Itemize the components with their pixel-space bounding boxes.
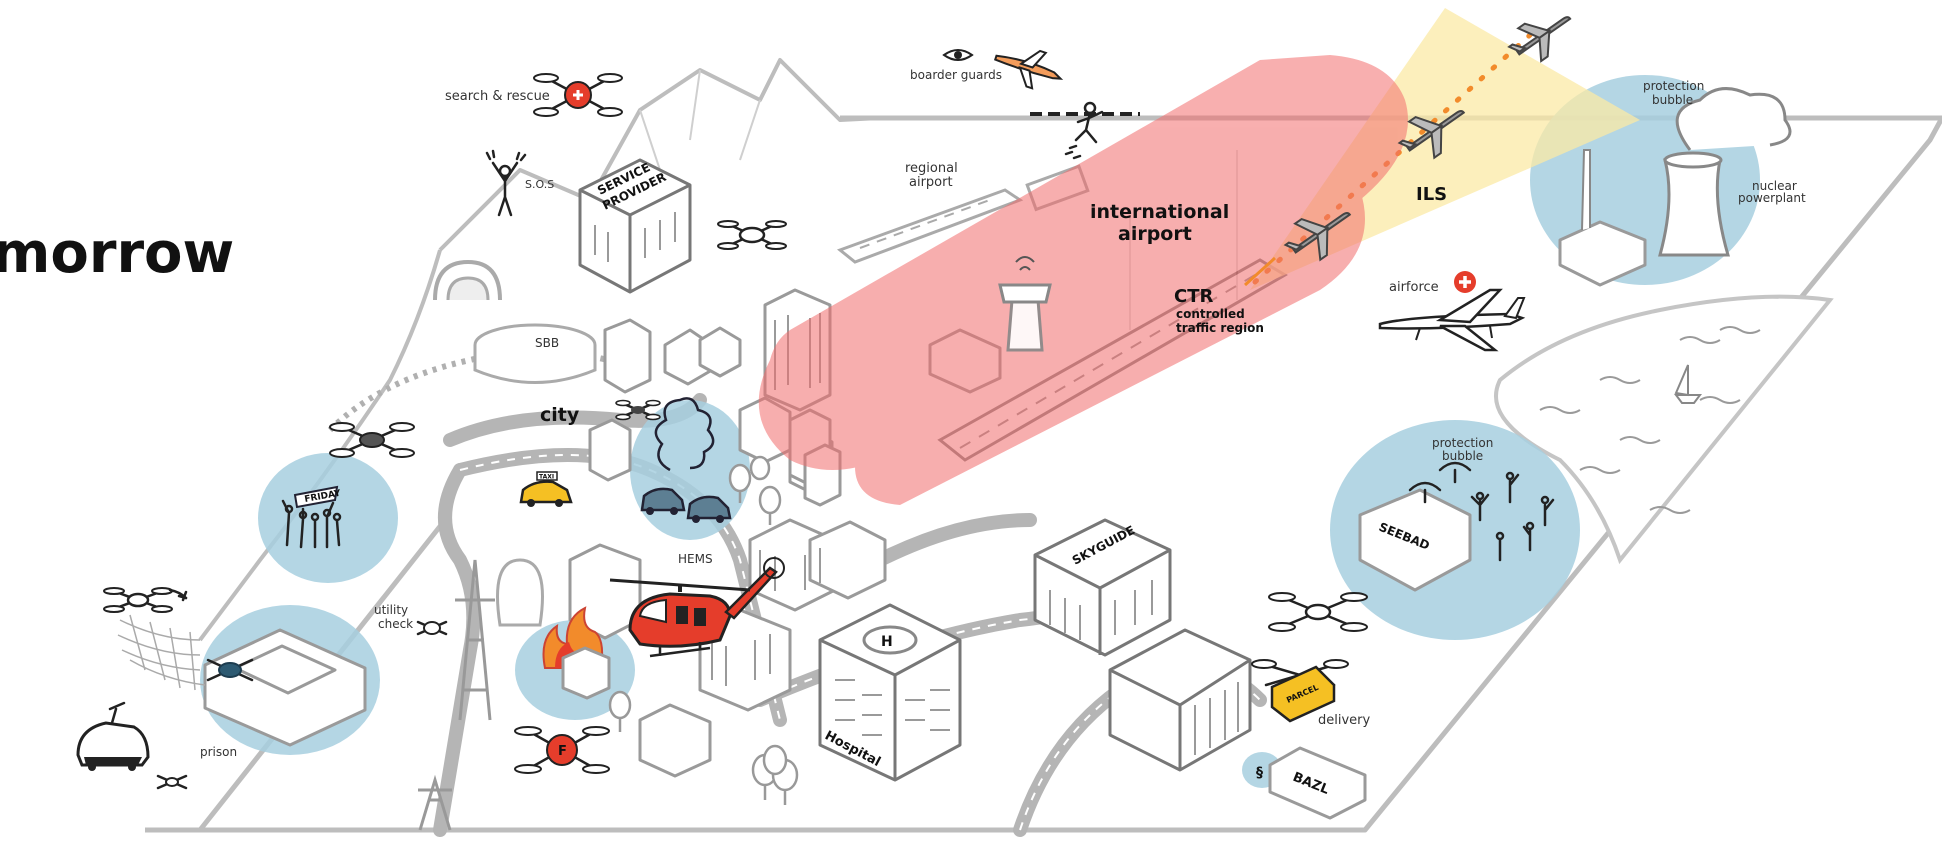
quadcopter-icon xyxy=(103,587,173,613)
search-rescue-label: search & rescue xyxy=(445,89,550,104)
prison-building xyxy=(203,628,367,747)
service-provider-building: SERVICE PROVIDER xyxy=(578,158,692,294)
international-airport-label-1: international xyxy=(1090,201,1229,223)
protection-bubble-top-label-1: protection xyxy=(1643,79,1704,93)
seebad-building: SEEBAD xyxy=(1358,488,1472,592)
regional-airport-label-2: airport xyxy=(909,175,953,190)
catch-net xyxy=(117,614,206,691)
boarder-guards-label: boarder guards xyxy=(910,68,1002,82)
buildings: SERVICE PROVIDER xyxy=(203,87,1792,820)
taxi-icon: TAXI xyxy=(519,471,573,507)
slide-title-fragment: morrow xyxy=(0,221,234,286)
nuclear-label-1: nuclear xyxy=(1752,179,1797,193)
eye-icon xyxy=(942,49,974,61)
utility-label-1: utility xyxy=(374,603,408,617)
taxi-sign: TAXI xyxy=(539,474,554,481)
sos-person-icon xyxy=(485,149,527,217)
protection-bubble-mid-label-1: protection xyxy=(1432,436,1493,450)
airspace-zones xyxy=(758,55,1408,505)
quadcopter-icon xyxy=(416,620,448,636)
power-pylon-icon xyxy=(418,559,495,831)
tree-icon xyxy=(608,455,799,805)
svg-text:H: H xyxy=(881,634,893,650)
delivery-drone-icon: PARCEL xyxy=(1251,659,1349,723)
quadcopter-icon xyxy=(615,399,661,421)
bazl-symbol: § xyxy=(1256,765,1263,781)
international-airport-label-2: airport xyxy=(1118,223,1192,245)
protection-bubble-top-label-2: bubble xyxy=(1652,93,1693,107)
quadcopter-icon xyxy=(1268,592,1368,632)
car-icon xyxy=(686,495,732,523)
prison-label: prison xyxy=(200,745,237,759)
quadcopter-icon xyxy=(329,422,415,458)
ils-label: ILS xyxy=(1416,184,1447,205)
search-rescue-drone-icon xyxy=(533,73,623,117)
lake-waves xyxy=(1539,326,1761,514)
lake xyxy=(1494,294,1834,565)
smoke-icon xyxy=(654,397,715,472)
fighter-jet-icon xyxy=(1378,288,1526,352)
quadcopter-icon xyxy=(717,220,787,250)
helicopter-icon xyxy=(609,557,785,658)
ctr-sub-label-1: controlled xyxy=(1176,307,1245,321)
patrol-plane-icon xyxy=(993,49,1064,90)
train-station xyxy=(473,323,597,384)
bathers-group xyxy=(1408,461,1555,562)
sos-label: S.O.S xyxy=(525,178,554,191)
hems-label: HEMS xyxy=(678,552,713,566)
regional-airport-label-1: regional xyxy=(905,161,958,176)
scene-labels: morrow search & rescue S.O.S boarder gua… xyxy=(0,68,1806,759)
nuclear-plant-icon xyxy=(1558,87,1792,287)
delivery-label: delivery xyxy=(1318,713,1371,728)
fire-icon xyxy=(542,606,611,700)
airforce-label: airforce xyxy=(1389,280,1439,295)
protection-bubble-mid-label-2: bubble xyxy=(1442,449,1483,463)
firefighting-drone-icon: F xyxy=(514,726,610,774)
ground-robot-icon xyxy=(76,701,150,771)
quadcopter-icon xyxy=(156,774,188,790)
car-icon xyxy=(640,487,686,515)
sailboat-icon xyxy=(1674,364,1702,404)
skyguide-building: SKYGUIDE xyxy=(1033,518,1172,657)
ctr-label: CTR xyxy=(1174,286,1213,307)
control-tower-icon xyxy=(998,256,1052,352)
running-person-icon xyxy=(1064,101,1104,160)
red-cross-icon xyxy=(1454,271,1476,293)
sbb-label: SBB xyxy=(535,336,559,350)
bazl-building: § BAZL xyxy=(1256,746,1367,820)
office-building xyxy=(1108,628,1252,772)
tunnel-icon xyxy=(433,259,502,301)
fire-drone-label: F xyxy=(558,744,567,759)
protest-group: FRIDAY xyxy=(281,485,342,549)
city-buildings xyxy=(568,288,887,778)
airliner-icon xyxy=(1283,212,1352,262)
ctr-sub-label-2: traffic region xyxy=(1176,321,1264,335)
prison-drone-icon xyxy=(206,658,254,682)
city-label: city xyxy=(540,404,580,426)
nuclear-label-2: powerplant xyxy=(1738,191,1806,205)
airliner-icon xyxy=(1397,110,1466,160)
utility-label-2: check xyxy=(378,617,413,631)
silo xyxy=(496,558,544,627)
hospital-building: H Hospital xyxy=(818,603,962,782)
airliner-icon xyxy=(1507,16,1572,63)
